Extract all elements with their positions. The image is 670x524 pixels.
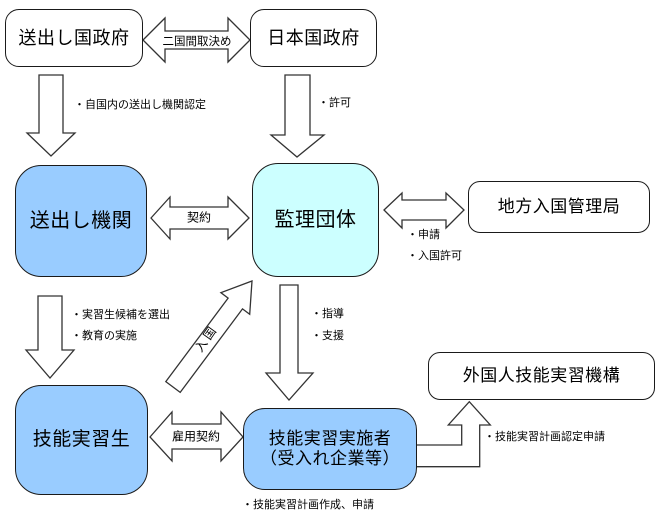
node-training-implementer: 技能実習実施者 （受入れ企業等） <box>243 408 417 490</box>
label-plan-certification: ・技能実習計画認定申請 <box>484 431 605 443</box>
down-arrow-accreditation <box>25 74 77 157</box>
node-regional-immigration-bureau: 地方入国管理局 <box>468 181 650 233</box>
diagonal-arrow-entry <box>164 280 253 394</box>
training-implementer-line1: 技能実習実施者 <box>268 429 392 449</box>
label-guidance: ・指導 <box>311 308 344 320</box>
node-japan-government: 日本国政府 <box>250 9 377 67</box>
down-arrow-permission <box>269 74 326 158</box>
double-arrow-contract <box>150 195 250 241</box>
label-application: ・申請 <box>407 229 440 241</box>
label-entry-permission: ・入国許可 <box>407 250 462 262</box>
bent-arrow-plan-certification <box>412 400 492 468</box>
double-arrow-application <box>383 191 465 230</box>
node-sending-country-government: 送出し国政府 <box>5 9 143 67</box>
down-arrow-guidance <box>264 284 315 401</box>
label-bilateral-agreement: 二国間取決め <box>162 36 232 48</box>
label-education: ・教育の実施 <box>71 330 137 342</box>
label-permission: ・許可 <box>318 97 351 109</box>
label-accreditation: ・自国内の送出し機関認定 <box>74 99 206 111</box>
node-otit-organization: 外国人技能実習機構 <box>428 352 655 400</box>
down-arrow-selection <box>24 295 76 379</box>
training-implementer-line2: （受入れ企業等） <box>260 449 400 468</box>
node-sending-organization: 送出し機関 <box>15 165 147 277</box>
node-technical-intern-trainee: 技能実習生 <box>15 385 148 495</box>
label-support: ・支援 <box>311 330 344 342</box>
label-employment-contract: 雇用契約 <box>171 429 221 444</box>
node-supervising-organization: 監理団体 <box>252 163 379 277</box>
label-select-candidates: ・実習生候補を選出 <box>71 309 170 321</box>
label-contract: 契約 <box>186 210 212 225</box>
label-plan-creation: ・技能実習計画作成、申請 <box>242 499 374 511</box>
